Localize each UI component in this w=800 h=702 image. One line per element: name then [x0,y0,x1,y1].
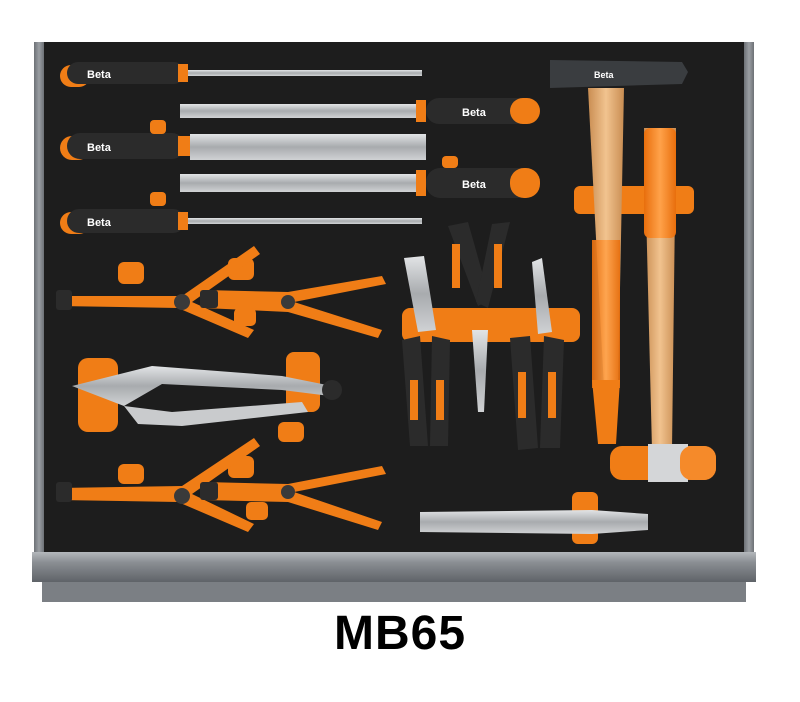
model-code-label: MB65 [333,607,467,660]
svg-text:Beta: Beta [87,69,112,81]
chisel-icon [420,492,648,544]
circlip-pliers-icon [200,466,386,530]
pliers-icon [510,258,564,450]
tool-drawer: Beta Beta Beta Beta [32,40,756,605]
file-tool-icon: Beta [60,62,422,87]
file-tool-icon: Beta [60,209,422,234]
svg-text:Beta: Beta [87,142,112,154]
locking-pliers-icon [72,352,342,442]
file-tool-icon: Beta [180,98,540,124]
file-tool-icon: Beta [180,168,540,198]
circlip-pliers-icon [56,438,260,532]
hammer-icon [610,128,716,482]
svg-text:Beta: Beta [87,217,112,229]
svg-text:Beta: Beta [594,70,615,80]
file-tool-icon: Beta [60,133,426,160]
circlip-pliers-icon [56,246,260,338]
pliers-cradle [402,308,580,342]
circlip-pliers-icon [200,276,386,338]
pliers-icon [402,256,450,446]
svg-text:Beta: Beta [462,179,487,191]
pliers-icon [448,222,510,412]
svg-text:Beta: Beta [462,107,487,119]
hammer-icon: Beta [550,60,694,444]
tool-drawer-illustration: Beta Beta Beta Beta [32,42,756,602]
